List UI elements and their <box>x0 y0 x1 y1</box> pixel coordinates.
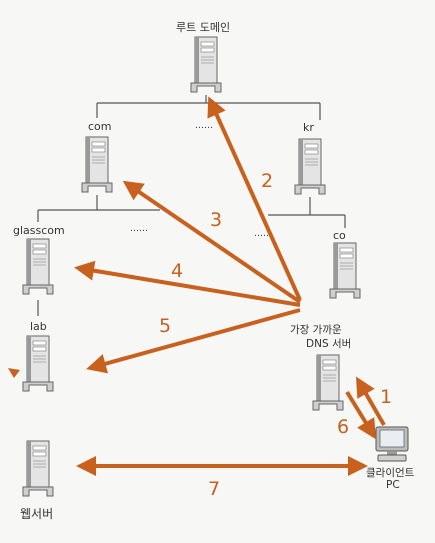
step-2-label: 2 <box>261 170 274 192</box>
arrow-6-dns-to-pc <box>345 390 377 440</box>
root-ellipsis: …… <box>195 121 213 131</box>
step-5-label: 5 <box>159 315 172 337</box>
step-1-label: 1 <box>380 386 393 408</box>
arrow-4-to-glasscom <box>74 260 301 307</box>
webserver-label: 웹서버 <box>20 507 54 521</box>
kr-ellipsis: …… <box>254 229 272 239</box>
com-label: com <box>88 120 112 133</box>
dns-label-line1: 가장 가까운 <box>290 324 342 336</box>
lab-pointer-icon <box>8 368 20 378</box>
com-server-icon <box>80 136 114 196</box>
com-ellipsis: …… <box>130 224 148 234</box>
root-label: 루트 도메인 <box>176 21 231 34</box>
step-6-label: 6 <box>337 416 350 438</box>
glasscom-label: glasscom <box>13 224 65 237</box>
web-server-icon <box>21 440 55 500</box>
kr-server-icon <box>293 138 327 198</box>
lab-server-icon <box>21 335 55 395</box>
step-4-label: 4 <box>171 260 184 282</box>
step-3-label: 3 <box>210 209 223 231</box>
step-7-label: 7 <box>208 478 221 500</box>
root-server-icon <box>189 36 223 96</box>
arrow-5-to-lab <box>86 308 301 374</box>
dns-server-icon <box>311 354 345 414</box>
dns-label-line2: DNS 서버 <box>306 338 352 350</box>
arrow-1-pc-to-dns <box>355 376 386 427</box>
client-label-line2: PC <box>386 479 400 491</box>
client-pc-icon <box>372 425 412 463</box>
glasscom-server-icon <box>21 238 55 298</box>
arrow-2-to-root <box>207 96 302 301</box>
co-label: co <box>333 229 346 242</box>
co-server-icon <box>328 242 362 302</box>
lab-label: lab <box>30 320 47 333</box>
client-label-line1: 클라이언트 <box>366 467 415 479</box>
arrow-3-to-com <box>122 180 302 304</box>
kr-label: kr <box>303 121 314 134</box>
